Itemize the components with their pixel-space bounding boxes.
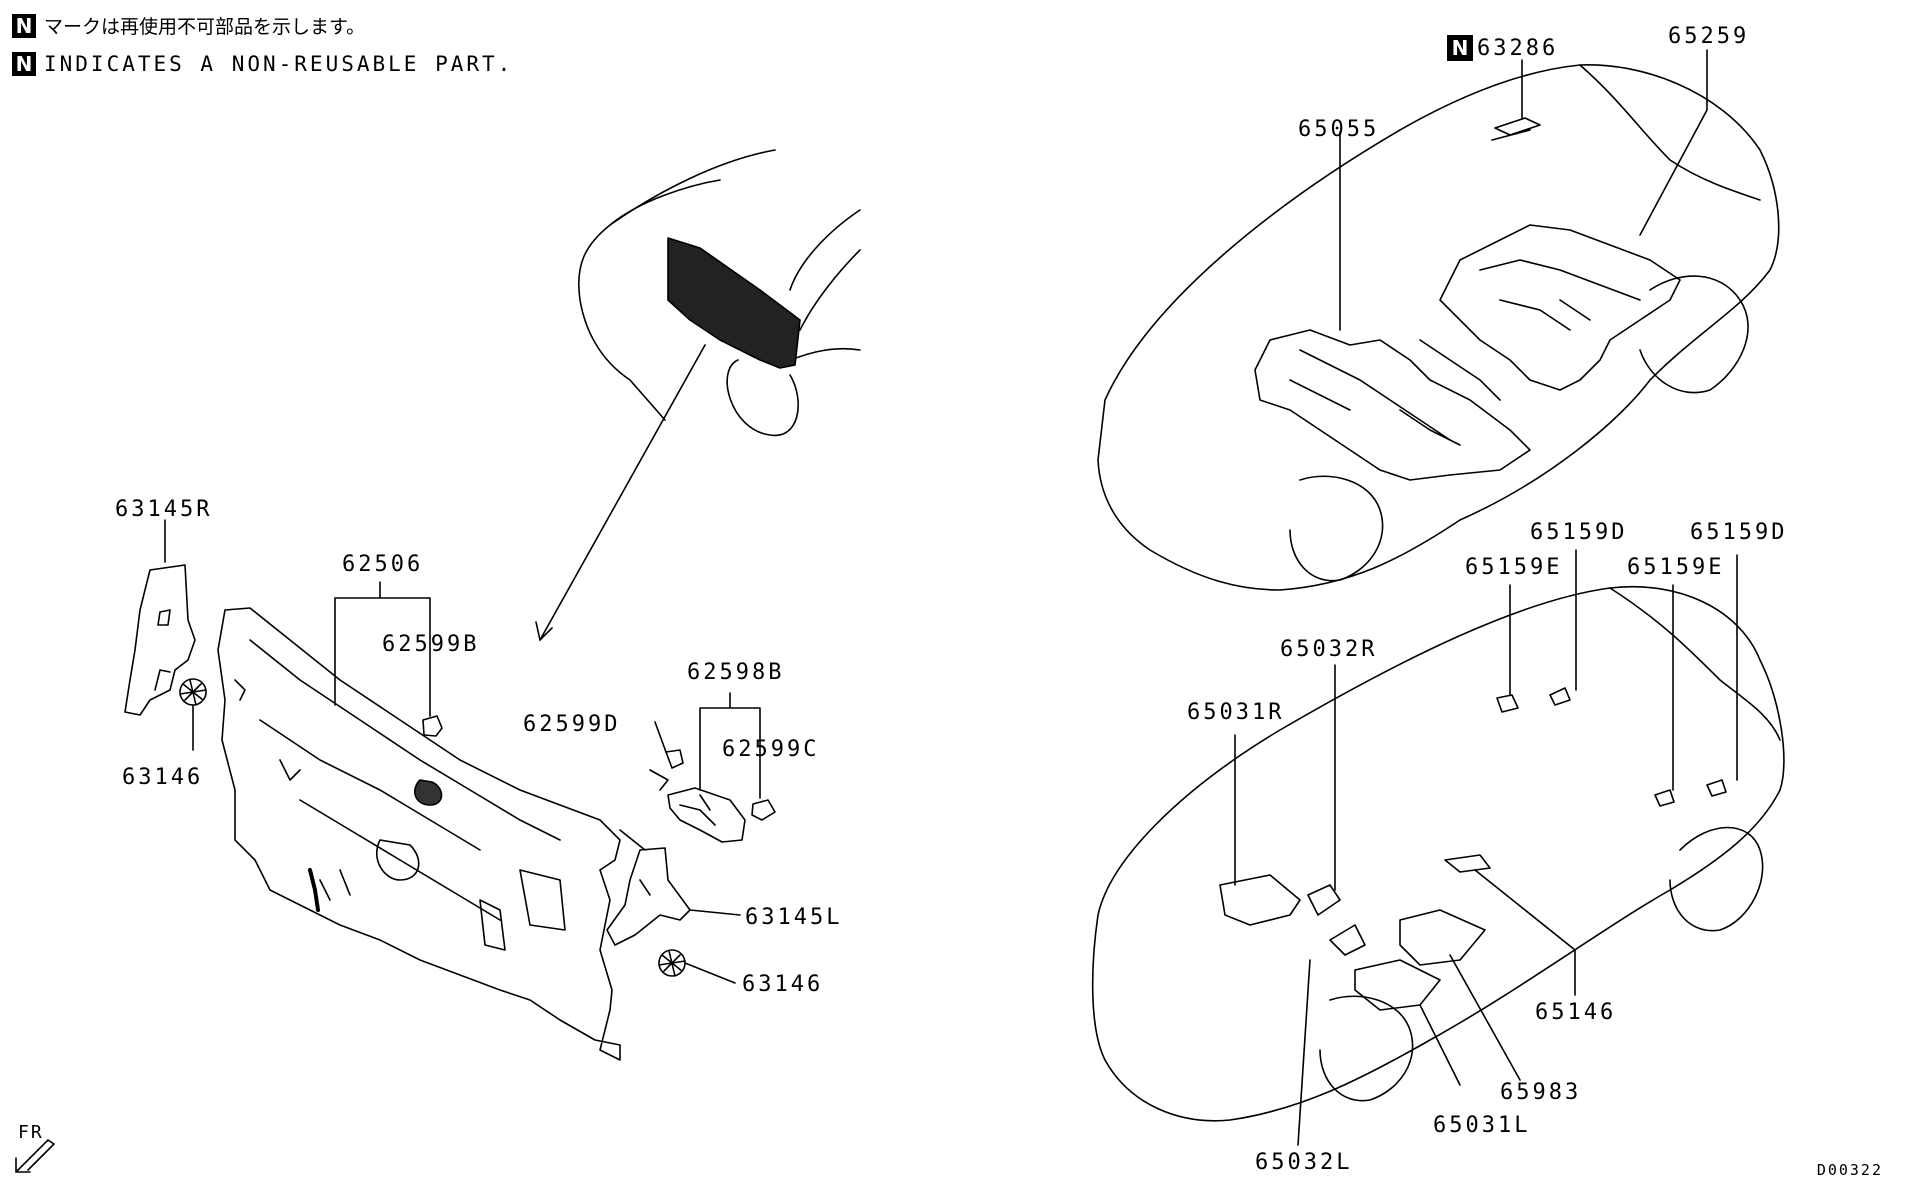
insulator-63145R-shape xyxy=(124,564,196,716)
clip-62599D-shape xyxy=(649,749,684,791)
right-top-leader-lines xyxy=(1339,49,1708,331)
label-62506: 62506 xyxy=(342,552,424,577)
label-63286: N 63286 xyxy=(1447,35,1558,61)
label-65031L: 65031L xyxy=(1433,1113,1531,1138)
legend-jp-text: マークは再使用不可部品を示します。 xyxy=(44,16,366,38)
floor-mat-assembly-shape xyxy=(1254,224,1681,481)
label-65983: 65983 xyxy=(1500,1080,1582,1105)
clip-62599B-shape xyxy=(422,715,443,737)
label-65146: 65146 xyxy=(1535,1000,1617,1025)
car-body-top-outline xyxy=(1097,64,1780,591)
left-leader-lines xyxy=(164,519,761,984)
legend-english: N INDICATES A NON-REUSABLE PART. xyxy=(12,52,513,76)
front-direction-arrow-icon xyxy=(15,1139,55,1173)
car-front-sketch xyxy=(578,149,861,437)
label-62599B: 62599B xyxy=(382,632,480,657)
label-62599C: 62599C xyxy=(722,737,820,762)
part-63286-shape xyxy=(1491,117,1541,141)
label-65259: 65259 xyxy=(1668,24,1750,49)
grommet-63146-left-shape xyxy=(179,678,207,706)
label-65159E-2: 65159E xyxy=(1627,555,1725,580)
label-65031R: 65031R xyxy=(1187,700,1285,725)
floor-insulator-pieces-shape xyxy=(1219,687,1727,1011)
label-65055: 65055 xyxy=(1298,117,1380,142)
bracket-62598B-shape xyxy=(667,787,746,843)
grommet-63146-right-shape xyxy=(658,949,686,977)
label-63146-top: 63146 xyxy=(122,765,204,790)
label-65159E-1: 65159E xyxy=(1465,555,1563,580)
dash-panel-small-icon xyxy=(667,237,801,369)
label-65159D-1: 65159D xyxy=(1530,520,1628,545)
label-63286-number: 63286 xyxy=(1477,35,1559,61)
label-63146-bottom: 63146 xyxy=(742,972,824,997)
diagram-code: D00322 xyxy=(1816,1161,1883,1179)
label-63145L: 63145L xyxy=(745,905,843,930)
front-direction-label: FR xyxy=(18,1122,44,1143)
car-body-bottom-outline xyxy=(1091,586,1785,1122)
label-63145R: 63145R xyxy=(115,497,213,522)
legend-japanese: N マークは再使用不可部品を示します。 xyxy=(12,12,365,39)
label-62599D: 62599D xyxy=(523,712,621,737)
dash-panel-insulator-62506-shape xyxy=(217,607,621,1061)
label-65032L: 65032L xyxy=(1255,1150,1353,1175)
pointer-arrow xyxy=(535,344,706,641)
non-reusable-marker-icon: N xyxy=(12,13,36,38)
label-65032R: 65032R xyxy=(1280,637,1378,662)
non-reusable-marker-icon: N xyxy=(12,52,36,76)
clip-62599C-shape xyxy=(751,799,776,821)
legend-en-text: INDICATES A NON-REUSABLE PART. xyxy=(44,52,514,76)
right-bottom-leader-lines xyxy=(1234,549,1738,1146)
insulator-63145L-shape xyxy=(606,829,691,946)
label-62598B: 62598B xyxy=(687,660,785,685)
label-65159D-2: 65159D xyxy=(1690,520,1788,545)
non-reusable-marker-icon: N xyxy=(1447,35,1473,61)
